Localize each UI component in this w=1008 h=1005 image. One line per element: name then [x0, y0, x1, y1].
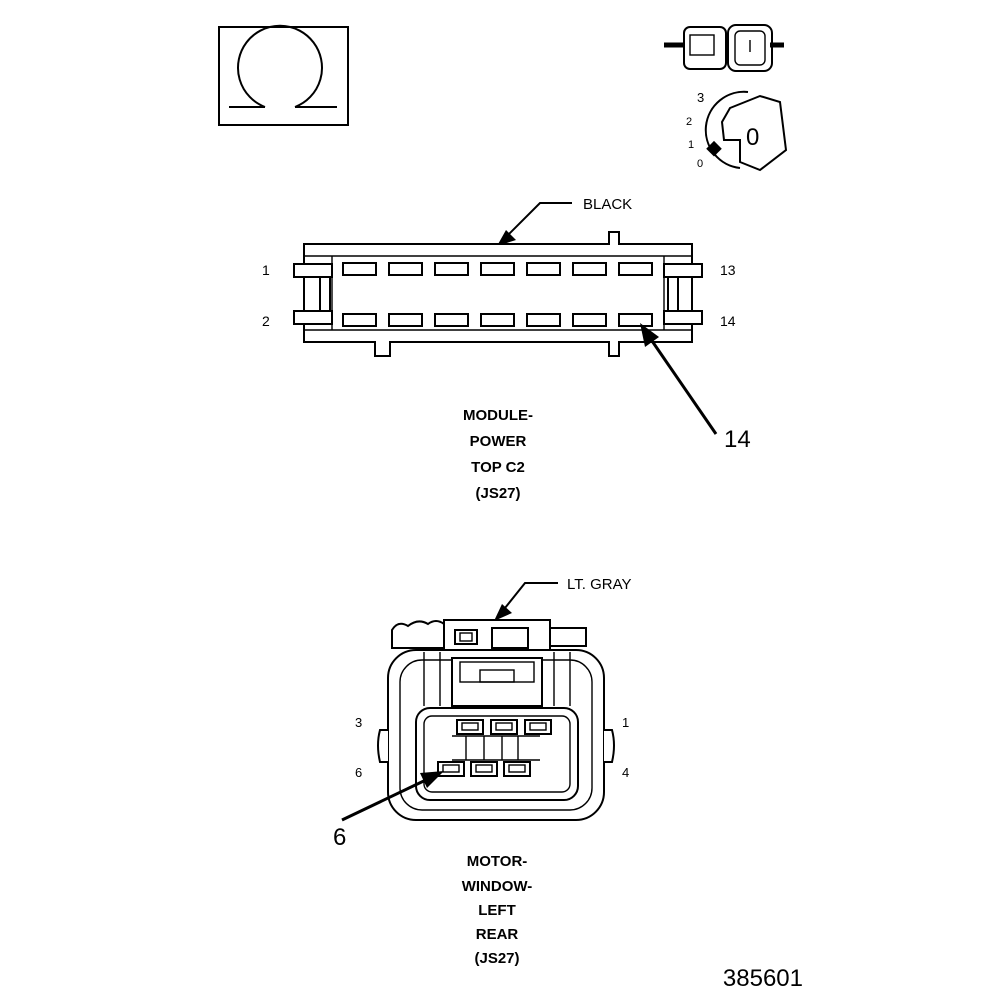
- ignition-position-2: 2: [686, 116, 692, 128]
- terminal-lower: [437, 761, 465, 777]
- connector1-name-line: MODULE-: [463, 407, 533, 424]
- connector1-pin-label-bottom-left: 2: [262, 313, 270, 329]
- cavity-row1: [526, 262, 561, 276]
- connector2-name-line: WINDOW-: [462, 878, 533, 895]
- connector1-name-line: (JS27): [475, 485, 520, 502]
- cavity-row2: [388, 313, 423, 327]
- connector2-pin-label-bottom-left: 6: [355, 765, 362, 780]
- connector1-pin-label-top-right: 13: [720, 262, 736, 278]
- figure-number: 385601: [723, 965, 803, 992]
- connector2-color-label: LT. GRAY: [567, 576, 631, 593]
- ignition-position-1: 1: [688, 139, 694, 151]
- ignition-position-3: 3: [697, 90, 704, 105]
- cavity-row2: [434, 313, 469, 327]
- cavity-row1: [388, 262, 423, 276]
- cavity-row1: [342, 262, 377, 276]
- connector1-name-line: POWER: [470, 433, 527, 450]
- connector2-pin-label-top-left: 3: [355, 715, 362, 730]
- connector2-name-line: REAR: [476, 926, 519, 943]
- cavity-row1: [572, 262, 607, 276]
- connector1-name-line: TOP C2: [471, 459, 525, 476]
- terminal-lower: [470, 761, 498, 777]
- terminal-upper: [456, 719, 484, 735]
- cavity-row2: [480, 313, 515, 327]
- ohmmeter-symbol-icon: [218, 24, 349, 126]
- connector2-pin-label-bottom-right: 4: [622, 765, 629, 780]
- terminal-upper: [490, 719, 518, 735]
- connector2-callout-number: 6: [333, 824, 346, 851]
- connector-motor-window-left-rear: LT. GRAY: [333, 576, 631, 967]
- cavity-row1: [480, 262, 515, 276]
- connector-module-power: BLACK 1 2 13 14: [262, 196, 751, 502]
- cavity-row2: [526, 313, 561, 327]
- connector2-name-line: LEFT: [478, 902, 516, 919]
- connector2-pin-label-top-right: 1: [622, 715, 629, 730]
- ignition-position-0: 0: [697, 158, 703, 170]
- terminal-upper: [524, 719, 552, 735]
- cavity-row2: [342, 313, 377, 327]
- connector2-name-line: (JS27): [474, 950, 519, 967]
- cavity-row2: [572, 313, 607, 327]
- cavity-row1: [434, 262, 469, 276]
- cavity-row1: [618, 262, 653, 276]
- terminal-lower: [503, 761, 531, 777]
- connector1-callout-number: 14: [724, 426, 751, 453]
- ignition-key-icon: 3 2 1 0 0: [686, 90, 788, 172]
- connector2-name-line: MOTOR-: [467, 853, 528, 870]
- disconnected-connector-icon: [664, 24, 784, 72]
- key-position-label: 0: [746, 124, 759, 151]
- connector1-color-label: BLACK: [583, 196, 632, 213]
- connector1-pin-label-top-left: 1: [262, 262, 270, 278]
- cavity-row2: [618, 313, 653, 327]
- connector1-pin-label-bottom-right: 14: [720, 313, 736, 329]
